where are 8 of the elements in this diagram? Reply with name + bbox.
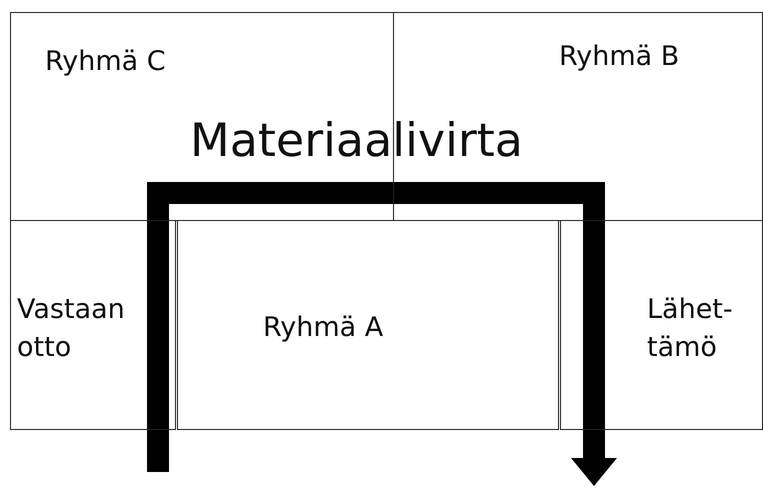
floor-area: [560, 220, 763, 430]
area-label: Ryhmä B: [559, 40, 680, 74]
floor-area: [10, 220, 176, 430]
floor-area: [177, 220, 559, 430]
area-label: Vastaan otto: [17, 293, 126, 365]
area-label: Ryhmä C: [45, 45, 167, 79]
area-label: Lähet- tämö: [647, 293, 734, 365]
area-label: Ryhmä A: [263, 311, 384, 345]
